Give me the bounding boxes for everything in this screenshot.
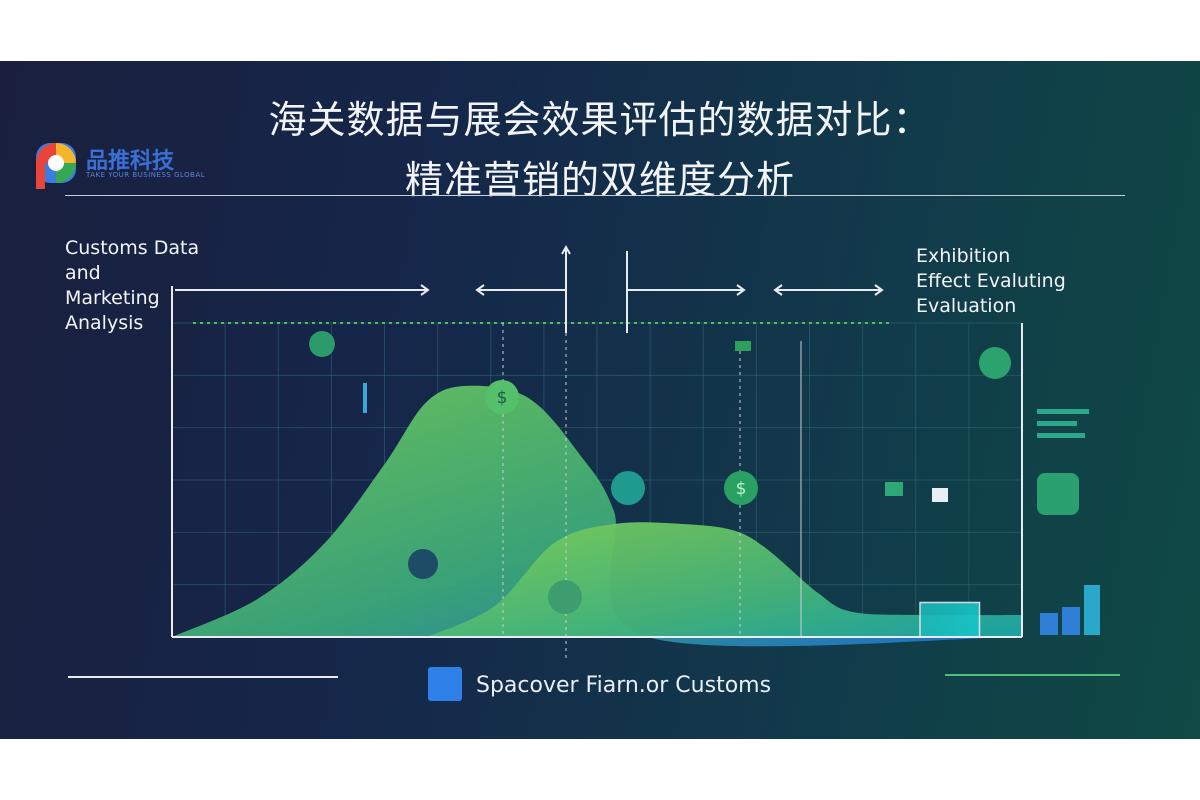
arrow-head [561, 244, 571, 255]
banner: 海关数据与展会效果评估的数据对比： 精准营销的双维度分析 品推科技 TAKE Y… [0, 61, 1200, 739]
range-arrows [175, 244, 884, 333]
footer-line-right [945, 674, 1120, 676]
chart-caption: Spacover Fiarn.or Customs [476, 673, 772, 698]
left-label: Customs Data and Marketing Analysis [65, 236, 199, 336]
right-label-line: Exhibition [916, 245, 1011, 267]
list-line-icon [1037, 409, 1089, 414]
area-series-1 [172, 385, 1022, 647]
people-icon [611, 471, 645, 505]
flag-icon [885, 482, 903, 496]
area-series-3 [919, 601, 981, 638]
list-line-icon [1037, 433, 1085, 438]
right-label-line: Evaluation [916, 295, 1017, 317]
tag-icon [735, 341, 751, 351]
handbag-icon [408, 549, 438, 579]
left-label-line: Marketing [65, 287, 160, 309]
left-label-line: Customs Data [65, 237, 200, 259]
list-line-icon [1037, 421, 1077, 426]
logo-name: 品推科技 [86, 149, 175, 174]
money-bag-icon [309, 331, 335, 357]
arrow-head [874, 284, 884, 296]
right-label: Exhibition Effect Evaluting Evaluation [916, 244, 1066, 319]
logo-tagline: TAKE YOUR BUSINESS GLOBAL [86, 171, 206, 179]
dollar-sign-glyph: $ [736, 479, 747, 499]
footer-line-left [68, 676, 338, 678]
logo-mark-icon [36, 143, 76, 189]
title-divider [65, 195, 1125, 196]
title-line-1: 海关数据与展会效果评估的数据对比： [268, 98, 932, 142]
mini-bar-icon [1040, 613, 1058, 635]
spreadsheet-icon [428, 667, 462, 701]
money-icon [548, 580, 582, 614]
brand-logo: 品推科技 TAKE YOUR BUSINESS GLOBAL [34, 139, 214, 191]
left-label-line: Analysis [65, 312, 144, 334]
document-icon [932, 488, 948, 502]
dollar-sign-glyph: $ [497, 388, 508, 408]
stack-icon [1037, 473, 1079, 515]
arrow-head [475, 284, 485, 296]
left-label-line: and [65, 262, 101, 284]
chart-icons: $ $ [309, 331, 1100, 635]
arrow-head [736, 284, 746, 296]
right-label-line: Effect Evaluting [916, 270, 1066, 292]
arrow-head [420, 284, 430, 296]
chart: $ $ [171, 244, 1100, 661]
bar-marker-icon [363, 383, 367, 413]
chat-bubble-icon [979, 347, 1011, 379]
mini-bar-icon [1062, 607, 1080, 635]
arrow-head [773, 284, 783, 296]
mini-bar-icon [1084, 585, 1100, 635]
title-line-2: 精准营销的双维度分析 [404, 158, 795, 202]
dollar-coin-icon [724, 471, 758, 505]
dollar-coin-icon [485, 380, 519, 414]
